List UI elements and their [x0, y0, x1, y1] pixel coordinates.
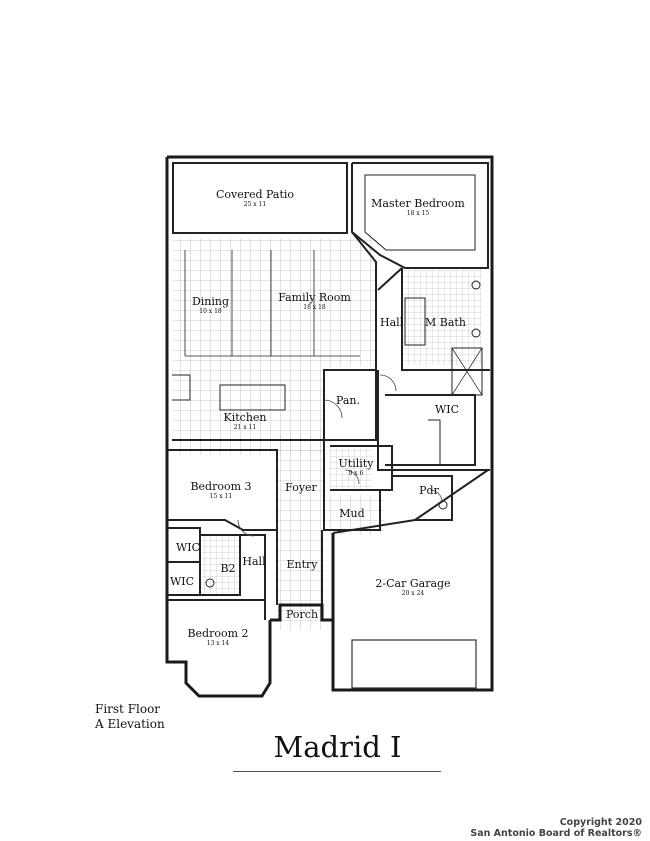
- copyright-notice: Copyright 2020 San Antonio Board of Real…: [470, 817, 642, 839]
- room-entry: Entry: [286, 558, 318, 571]
- family-room-name: Family Room: [278, 291, 351, 304]
- garage-door: [351, 639, 477, 689]
- room-powder: Pdr: [419, 484, 439, 497]
- room-kitchen: Kitchen 21 x 11: [220, 411, 270, 431]
- master-bedroom-dim: 18 x 15: [406, 210, 430, 217]
- covered-patio-dim: 25 x 11: [243, 201, 267, 208]
- room-mud: Mud: [339, 507, 365, 520]
- room-pantry: Pan.: [335, 394, 361, 407]
- room-covered-patio: Covered Patio 25 x 11: [210, 188, 300, 208]
- bedroom-3-dim: 15 x 11: [209, 493, 233, 500]
- copyright-line-2: San Antonio Board of Realtors®: [470, 828, 642, 839]
- room-bath-2: B2: [220, 562, 236, 575]
- room-porch: Porch: [285, 608, 319, 621]
- floor-caption: First Floor A Elevation: [95, 702, 165, 732]
- title-underline: [233, 771, 441, 772]
- room-bedroom-3: Bedroom 3 15 x 11: [190, 480, 252, 500]
- master-bedroom-name: Master Bedroom: [371, 197, 465, 210]
- copyright-line-1: Copyright 2020: [559, 817, 642, 828]
- room-wic-bedroom-3: WIC: [176, 541, 201, 554]
- dining-dim: 10 x 18: [199, 308, 222, 315]
- bedroom-3-name: Bedroom 3: [190, 480, 252, 493]
- room-family-room: Family Room 18 x 18: [272, 291, 357, 311]
- room-master-bedroom: Master Bedroom 18 x 15: [368, 197, 468, 217]
- room-m-bath: M Bath: [425, 316, 466, 329]
- room-utility: Utility 9 x 6: [338, 457, 374, 477]
- room-dining: Dining 10 x 18: [188, 295, 233, 315]
- room-hall-bedrooms: Hall: [242, 555, 266, 568]
- covered-patio-name: Covered Patio: [215, 188, 295, 201]
- room-bedroom-2: Bedroom 2 13 x 14: [186, 627, 250, 647]
- family-room-dim: 18 x 18: [303, 304, 326, 311]
- utility-name: Utility: [338, 457, 374, 470]
- kitchen-dim: 21 x 11: [233, 424, 257, 431]
- kitchen-name: Kitchen: [223, 411, 267, 424]
- room-hall-master: Hall: [380, 316, 404, 329]
- room-garage: 2-Car Garage 20 x 24: [368, 577, 458, 597]
- elevation-name: A Elevation: [95, 717, 165, 731]
- garage-dim: 20 x 24: [401, 590, 425, 597]
- room-wic-bedroom-2: WIC: [170, 575, 195, 588]
- dining-name: Dining: [191, 295, 230, 308]
- floor-name: First Floor: [95, 702, 161, 716]
- interior-walls: [167, 162, 490, 620]
- room-wic-master: WIC: [434, 403, 460, 416]
- door-swings: [237, 374, 443, 537]
- utility-dim: 9 x 6: [348, 470, 364, 477]
- bedroom-2-dim: 13 x 14: [206, 640, 230, 647]
- garage-name: 2-Car Garage: [375, 577, 451, 590]
- room-foyer: Foyer: [285, 481, 317, 494]
- plan-title: Madrid I: [273, 730, 402, 764]
- bedroom-2-name: Bedroom 2: [187, 627, 249, 640]
